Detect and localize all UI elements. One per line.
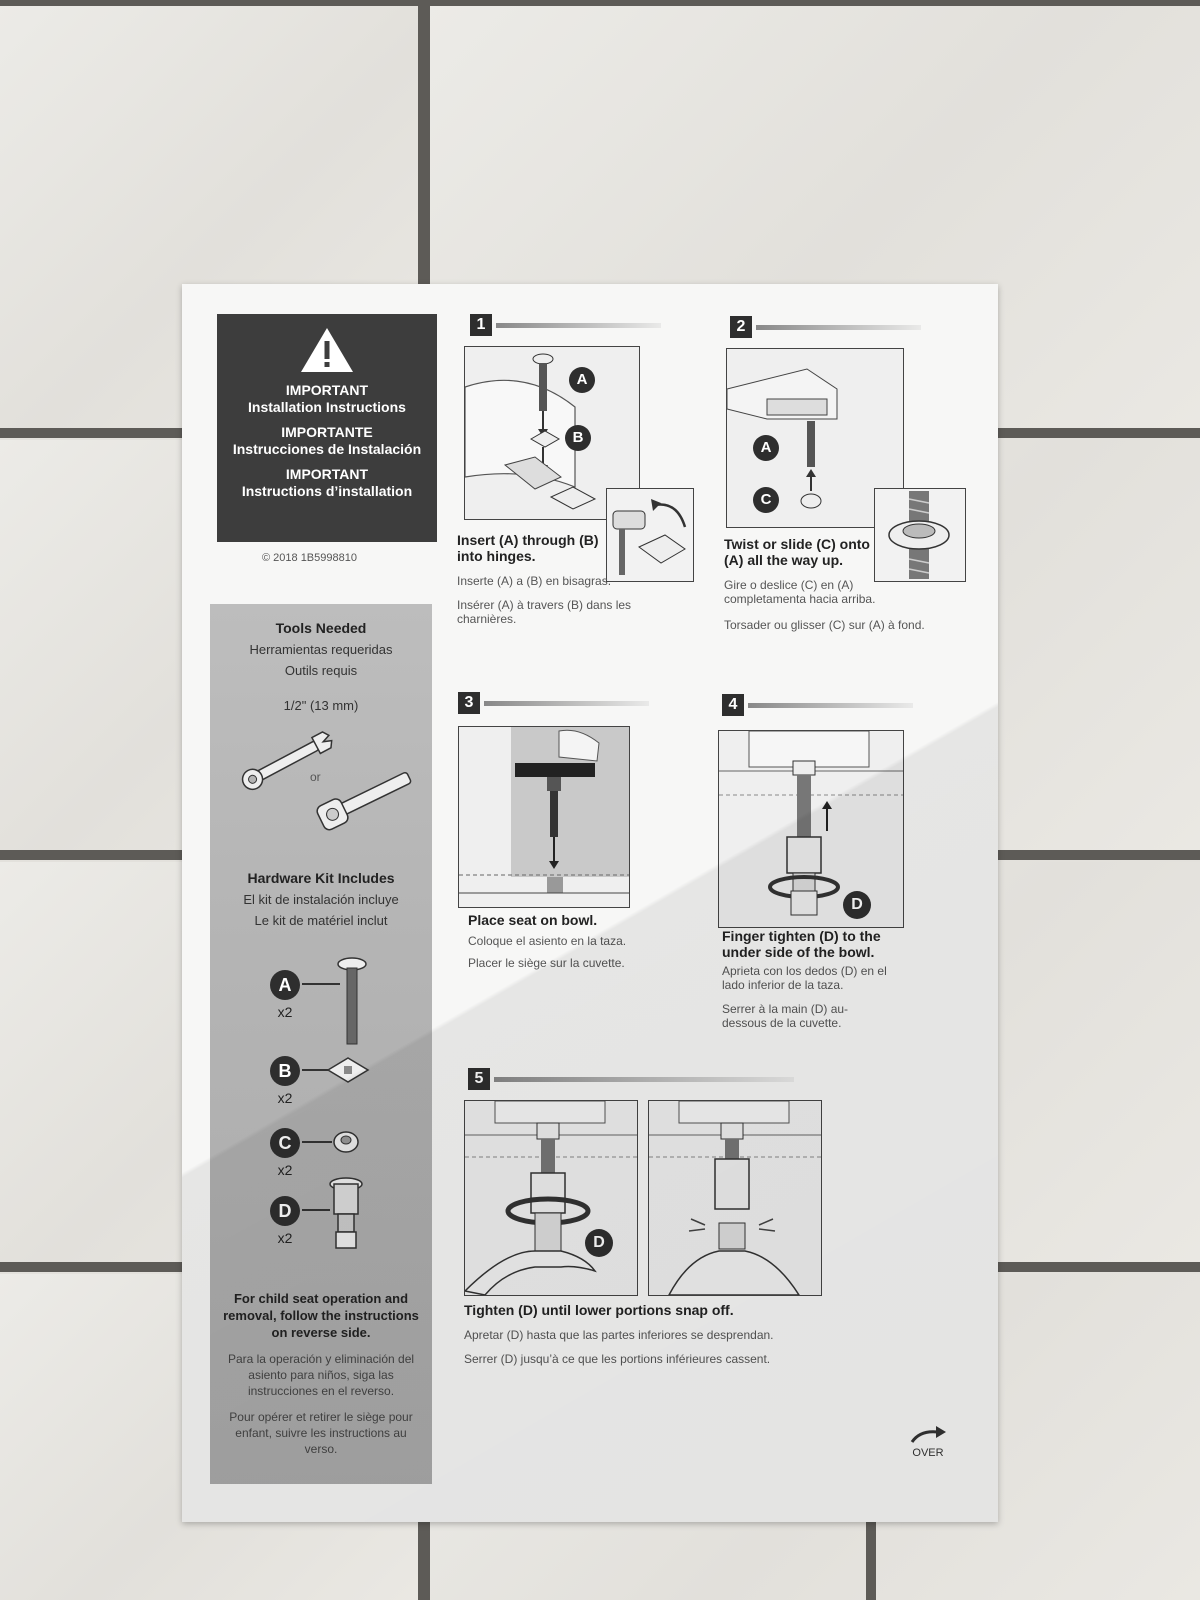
place-seat-diagram	[459, 727, 629, 894]
important-es-title: IMPORTANTE	[281, 424, 373, 440]
step-3-caption-fr: Placer le siège sur la cuvette.	[468, 956, 625, 970]
step-1-number: 1	[470, 314, 492, 336]
step-4-caption-fr: Serrer à la main (D) au-dessous de la cu…	[722, 1002, 849, 1030]
part-d-qty: x2	[277, 1230, 293, 1246]
important-header-box: IMPORTANT Installation Instructions IMPO…	[217, 314, 437, 542]
step-2-number: 2	[730, 316, 752, 338]
step-2-caption-fr: Torsader ou glisser (C) sur (A) à fond.	[724, 618, 925, 632]
bolt-insert-diagram	[464, 353, 597, 510]
snap-off-diagram	[649, 1100, 821, 1296]
tool-size: 1/2" (13 mm)	[283, 698, 359, 713]
threaded-nut-diagram	[888, 491, 950, 579]
step-1-caption-en: Insert (A) through (B) into hinges.	[457, 532, 599, 564]
part-c-qty: x2	[277, 1162, 293, 1178]
step-5-caption-en: Tighten (D) until lower portions snap of…	[464, 1302, 734, 1318]
part-d-row: D x2	[270, 1196, 300, 1246]
step-1-caption-fr: Insérer (A) à travers (B) dans les charn…	[457, 598, 632, 626]
step-5-header: 5	[468, 1068, 794, 1090]
step-4-caption-en: Finger tighten (D) to the under side of …	[722, 928, 881, 960]
hardware-title-es: El kit de instalación incluye	[243, 892, 399, 907]
step-3-header: 3	[458, 692, 649, 714]
part-d-badge: D	[270, 1196, 300, 1226]
step-4-illustration: D	[718, 730, 904, 928]
finger-tighten-diagram	[719, 730, 903, 916]
step-3-illustration	[458, 726, 630, 908]
step-4-callout-d: D	[843, 891, 871, 919]
hardware-title-en: Hardware Kit Includes	[247, 870, 395, 886]
bolt-icon	[302, 957, 367, 1045]
step-4-header: 4	[722, 694, 913, 716]
square-washer-icon	[302, 1057, 370, 1083]
step-3-caption-en: Place seat on bowl.	[468, 912, 598, 928]
tools-and-hardware-panel: Tools Needed Herramientas requeridas Out…	[210, 604, 432, 1484]
step-1-hinge-detail	[606, 488, 694, 582]
warning-triangle-icon	[301, 328, 353, 372]
step-2-nut-detail	[874, 488, 966, 582]
part-b-qty: x2	[277, 1090, 293, 1106]
step-2-header: 2	[730, 316, 921, 338]
step-4-number: 4	[722, 694, 744, 716]
child-seat-note-fr: Pour opérer et retirer le siège pour enf…	[229, 1410, 413, 1456]
over-indicator: OVER	[908, 1424, 948, 1459]
important-en-subtitle: Installation Instructions	[248, 399, 406, 415]
step-3-caption-es: Coloque el asiento en la taza.	[468, 934, 627, 948]
step-5-caption-fr: Serrer (D) jusqu’à ce que les portions i…	[464, 1352, 771, 1366]
tools-title-es: Herramientas requeridas	[249, 642, 393, 657]
step-2-caption-es: Gire o deslice (C) en (A) completamenta …	[724, 578, 876, 606]
copyright-text: © 2018 1B5998810	[262, 552, 357, 564]
step-5-illustration-snap-off	[648, 1100, 822, 1296]
step-1-caption-es: Inserte (A) a (B) en bisagras.	[457, 574, 612, 588]
important-fr-subtitle: Instructions d’installation	[241, 483, 413, 499]
important-en-title: IMPORTANT	[285, 382, 369, 398]
step-5-caption-es: Apretar (D) hasta que las partes inferio…	[464, 1328, 774, 1342]
part-a-badge: A	[270, 970, 300, 1000]
round-nut-icon	[302, 1131, 359, 1153]
child-seat-note-en: For child seat operation and removal, fo…	[223, 1291, 419, 1340]
step-2-caption-en: Twist or slide (C) onto (A) all the way …	[724, 536, 870, 568]
tightening-nut-icon	[302, 1177, 363, 1249]
nut-twist-diagram	[726, 368, 838, 509]
part-a-qty: x2	[277, 1004, 293, 1020]
over-label: OVER	[912, 1447, 944, 1459]
tools-title-en: Tools Needed	[275, 620, 367, 636]
part-a-row: A x2	[270, 970, 300, 1020]
part-b-row: B x2	[270, 1056, 300, 1106]
step-1-callout-a: A	[569, 367, 595, 393]
important-fr-title: IMPORTANT	[285, 466, 369, 482]
step-4-caption-es: Aprieta con los dedos (D) en el lado inf…	[722, 964, 887, 992]
tools-title-fr: Outils requis	[284, 663, 358, 678]
instruction-sheet: IMPORTANT Installation Instructions IMPO…	[182, 284, 998, 1522]
step-1-header: 1	[470, 314, 661, 336]
socket-wrench-icon	[316, 771, 412, 831]
hardware-title-fr: Le kit de matériel inclut	[254, 913, 388, 928]
step-2-callout-c: C	[753, 487, 779, 513]
curved-arrow-icon	[910, 1426, 946, 1443]
child-seat-note-es: Para la operación y eliminación del asie…	[227, 1352, 415, 1398]
step-1-callout-b: B	[565, 425, 591, 451]
hinge-cap-diagram	[612, 499, 687, 575]
step-3-number: 3	[458, 692, 480, 714]
important-es-subtitle: Instrucciones de Instalación	[232, 441, 422, 457]
part-c-row: C x2	[270, 1128, 300, 1178]
tools-or: or	[310, 770, 321, 784]
part-b-badge: B	[270, 1056, 300, 1086]
wrench-tighten-diagram	[463, 1100, 637, 1296]
step-5-callout-d: D	[585, 1229, 613, 1257]
step-5-illustration-tighten: D	[463, 1100, 638, 1296]
step-5-number: 5	[468, 1068, 490, 1090]
part-c-badge: C	[270, 1128, 300, 1158]
wrench-icon	[241, 731, 333, 791]
step-2-callout-a: A	[753, 435, 779, 461]
